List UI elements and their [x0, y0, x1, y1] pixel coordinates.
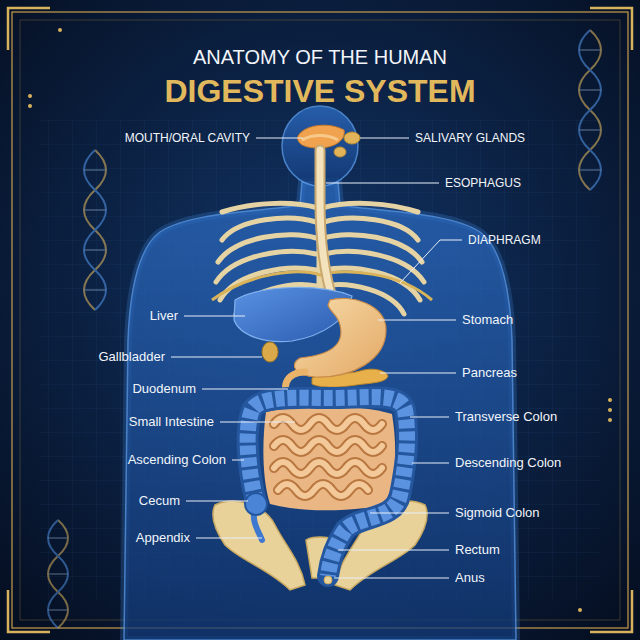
part-label: Pancreas	[462, 365, 517, 381]
leader-line	[184, 316, 245, 317]
rib	[218, 235, 316, 262]
clavicle	[222, 203, 318, 212]
part-label: MOUTH/ORAL CAVITY	[125, 130, 250, 146]
leader-line	[360, 138, 409, 139]
frame-corner	[8, 8, 632, 632]
colon-segments	[248, 397, 407, 576]
oral-cavity	[298, 125, 345, 148]
helix-strand	[48, 520, 68, 628]
small-intestine	[274, 418, 382, 496]
part-label: Sigmoid Colon	[455, 505, 540, 521]
helix-strand	[579, 30, 601, 190]
clavicle	[322, 203, 418, 212]
stomach	[294, 298, 386, 377]
leader-line	[412, 463, 449, 464]
dna-helix	[579, 30, 601, 190]
dot	[58, 28, 62, 32]
part-label: Gallbladder	[99, 349, 166, 365]
helix-rung	[48, 538, 68, 610]
part-label: Transverse Colon	[455, 409, 557, 425]
leader-line	[202, 389, 288, 390]
part-label: Small Intestine	[129, 414, 214, 430]
esophagus-inner	[320, 150, 334, 304]
helix-rung	[579, 50, 601, 170]
leader-line	[370, 513, 449, 514]
part-label: Stomach	[462, 312, 513, 328]
gallbladder	[262, 342, 278, 362]
leader-line	[410, 417, 449, 418]
helix-strand	[579, 30, 601, 190]
salivary-gland	[334, 147, 346, 157]
esophagus	[320, 150, 334, 304]
part-label: Ascending Colon	[128, 452, 226, 468]
leader-line	[378, 320, 456, 321]
leader-line	[196, 538, 262, 539]
dna-helix	[48, 520, 68, 628]
part-label: ESOPHAGUS	[445, 175, 521, 191]
part-label: Cecum	[139, 493, 180, 509]
dot	[28, 94, 32, 98]
dot	[608, 408, 612, 412]
leader-lines	[171, 138, 462, 578]
helix-strand	[84, 150, 106, 310]
part-label: Descending Colon	[455, 455, 561, 471]
dot	[608, 418, 612, 422]
leader-line	[334, 578, 449, 579]
leader-line	[380, 373, 456, 374]
intestine-loop	[274, 418, 382, 496]
tongue	[302, 136, 338, 141]
helix-rung	[84, 170, 106, 290]
rib	[324, 235, 422, 262]
dna-helix	[84, 150, 106, 310]
part-label: Anus	[455, 570, 485, 586]
dot	[28, 104, 32, 108]
colon	[248, 397, 407, 576]
leader-line	[171, 357, 262, 358]
part-label: Liver	[150, 308, 178, 324]
part-label: SALIVARY GLANDS	[415, 130, 525, 146]
leader-line	[256, 138, 303, 139]
leader-line	[232, 460, 244, 461]
leader-line	[400, 240, 462, 283]
leader-line	[326, 183, 439, 184]
title: ANATOMY OF THE HUMAN DIGESTIVE SYSTEM	[153, 34, 488, 110]
leader-line	[186, 501, 248, 502]
part-label: Duodenum	[132, 381, 196, 397]
dot	[578, 608, 582, 612]
leader-line	[338, 550, 449, 551]
anus	[324, 576, 332, 584]
helix-strand	[84, 150, 106, 310]
salivary-gland	[344, 132, 360, 144]
leader-line	[220, 422, 295, 423]
dot	[608, 398, 612, 402]
part-label: Appendix	[136, 530, 190, 546]
part-label: Rectum	[455, 542, 500, 558]
intestine-loop-edge	[274, 418, 382, 496]
title-area: ANATOMY OF THE HUMAN DIGESTIVE SYSTEM	[0, 34, 640, 110]
helix-strand	[48, 520, 68, 628]
part-label: DIAPHRAGM	[468, 232, 541, 248]
cecum	[245, 493, 267, 515]
